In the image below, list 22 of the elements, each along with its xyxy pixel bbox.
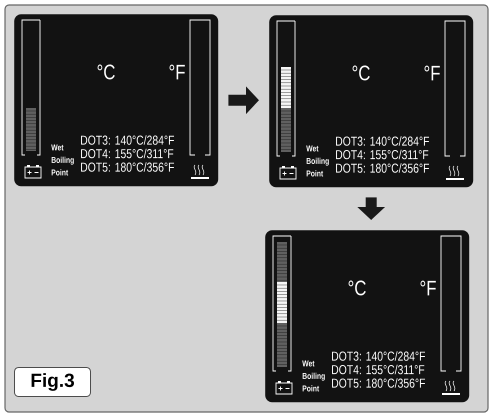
unit-label: °C [348,280,366,296]
unit-label: °F [420,280,436,296]
dot-reading: DOT4: 155°C/311°F [336,150,428,160]
display-screen [265,230,470,402]
dot-reading: DOT5: 180°C/356°F [332,378,426,388]
dot-reading: DOT3: 140°C/284°F [336,136,430,146]
dot-reading: DOT5: 180°C/356°F [336,163,430,173]
figure-caption: Fig.3 [14,367,91,397]
unit-label: °F [170,64,185,80]
unit-label: °F [424,66,440,80]
display-screen [269,15,474,188]
unit-label: °C [98,64,115,80]
boiling-label: Wet Boiling Point [51,144,74,176]
dot-reading: DOT4: 155°C/311°F [81,148,174,158]
unit-label: °C [352,66,370,80]
boiling-label: Wet Boiling Point [306,146,329,176]
display-screen [14,14,218,186]
dot-reading: DOT5: 180°C/356°F [81,162,174,172]
dot-reading: DOT4: 155°C/311°F [332,364,424,374]
dot-reading: DOT3: 140°C/284°F [332,351,426,361]
dot-reading: DOT3: 140°C/284°F [81,135,174,145]
boiling-label: Wet Boiling Point [302,360,325,392]
